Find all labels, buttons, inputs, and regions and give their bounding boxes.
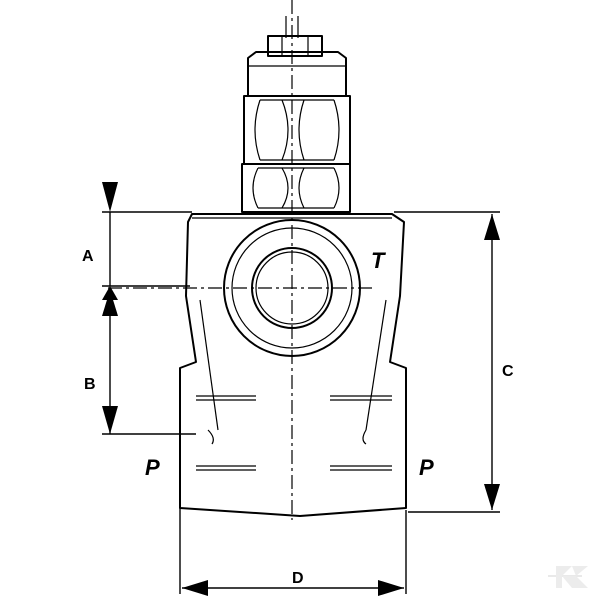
adjusting-cap <box>247 51 347 97</box>
lock-nut <box>267 35 323 57</box>
dim-c-arrow-bottom <box>484 484 500 510</box>
dim-c-arrow-top <box>484 214 500 240</box>
port-t-label: T <box>371 248 386 273</box>
dim-a-label: A <box>82 248 94 265</box>
dimension-a: A <box>82 182 192 300</box>
hex-nut-lower <box>241 163 351 213</box>
dim-d-label: D <box>292 570 304 587</box>
valve-body-outline <box>179 213 407 517</box>
dim-d-arrow-left <box>182 580 208 596</box>
dim-b-label: B <box>84 376 96 393</box>
dim-b-arrow-top <box>102 290 118 316</box>
dim-a-arrow-top <box>102 182 118 212</box>
dim-b-arrow-bottom <box>102 406 118 434</box>
valve-stem-assembly <box>241 16 351 213</box>
port-p-right-label: P <box>419 455 434 480</box>
valve-body <box>108 0 407 520</box>
dim-d-arrow-right <box>378 580 404 596</box>
dimension-b: B <box>84 285 196 435</box>
dim-c-label: C <box>502 363 514 380</box>
watermark-logo <box>548 566 588 588</box>
port-p-left-label: P <box>145 455 160 480</box>
dimension-d: D <box>179 500 407 596</box>
dimension-c: C <box>394 211 514 513</box>
hex-nut-upper <box>243 95 351 165</box>
